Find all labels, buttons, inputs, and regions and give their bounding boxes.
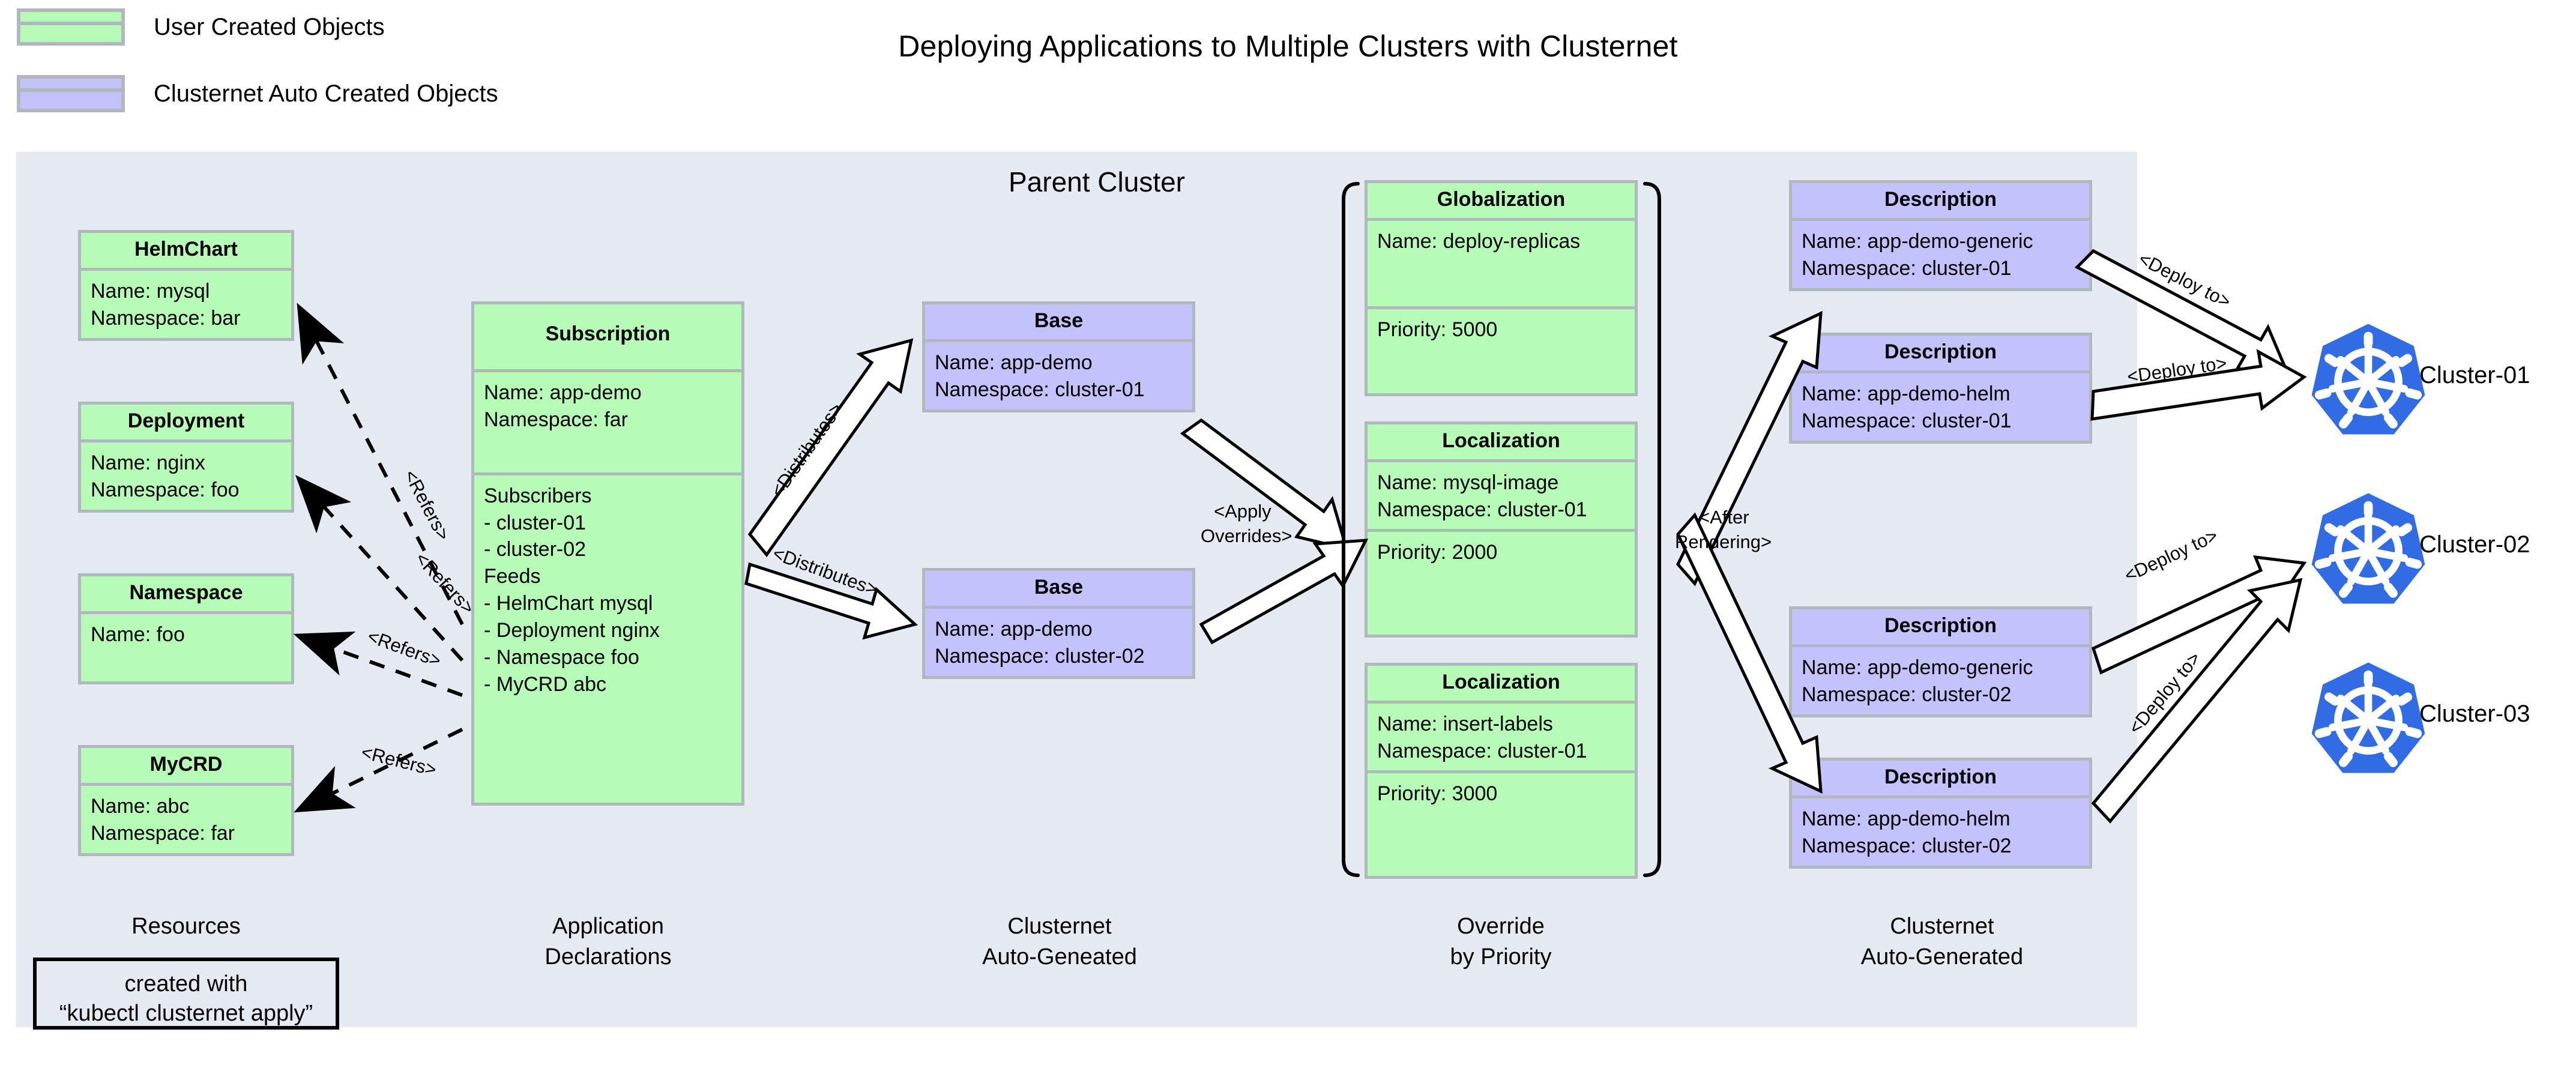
kubernetes-icon-cluster-03[interactable] bbox=[2312, 663, 2425, 773]
node-base-02-body: Name: app-demo Namespace: cluster-02 bbox=[925, 605, 1192, 676]
node-subscription-spec: Subscribers - cluster-01 - cluster-02 Fe… bbox=[474, 472, 741, 803]
parent-cluster-title: Parent Cluster bbox=[1008, 166, 1185, 198]
edge-label-deploy-to-2: <Deploy to> bbox=[2126, 352, 2228, 387]
node-subscription-kind: Subscription bbox=[474, 304, 741, 369]
caption-clusternet-auto-generated-left: Clusternet Auto-Geneated bbox=[982, 914, 1137, 970]
node-namespace-body: Name: foo bbox=[81, 611, 291, 681]
node-globalization-meta: Name: deploy-replicas bbox=[1368, 217, 1635, 306]
node-description-2-kind: Description bbox=[1792, 336, 2089, 370]
legend-label-user-created: User Created Objects bbox=[154, 13, 385, 40]
node-mycrd-kind: MyCRD bbox=[81, 748, 291, 783]
node-localization-1-priority: Priority: 2000 bbox=[1368, 529, 1635, 635]
green-box-icon bbox=[17, 8, 125, 46]
node-localization-2-priority: Priority: 3000 bbox=[1368, 770, 1635, 876]
purple-box-icon bbox=[17, 75, 125, 112]
node-base-02-kind: Base bbox=[925, 571, 1192, 606]
node-localization-mysql-image[interactable]: Localization Name: mysql-image Namespace… bbox=[1365, 421, 1638, 638]
kubernetes-icon-cluster-01[interactable] bbox=[2312, 324, 2425, 435]
node-description-3-kind: Description bbox=[1792, 609, 2089, 644]
page-title: Deploying Applications to Multiple Clust… bbox=[898, 29, 1678, 63]
node-helmchart[interactable]: HelmChart Name: mysql Namespace: bar bbox=[78, 230, 294, 341]
node-helmchart-body: Name: mysql Namespace: bar bbox=[81, 267, 291, 338]
node-subscription[interactable]: Subscription Name: app-demo Namespace: f… bbox=[471, 301, 744, 806]
node-localization-insert-labels[interactable]: Localization Name: insert-labels Namespa… bbox=[1365, 663, 1638, 879]
node-deployment-body: Name: nginx Namespace: foo bbox=[81, 439, 291, 510]
node-namespace[interactable]: Namespace Name: foo bbox=[78, 573, 294, 684]
node-deployment[interactable]: Deployment Name: nginx Namespace: foo bbox=[78, 402, 294, 513]
node-description-1-body: Name: app-demo-generic Namespace: cluste… bbox=[1792, 217, 2089, 288]
legend-label-auto-created: Clusternet Auto Created Objects bbox=[154, 80, 498, 107]
node-deployment-kind: Deployment bbox=[81, 405, 291, 439]
cluster-label-03: Cluster-03 bbox=[2419, 701, 2530, 727]
node-description-2-body: Name: app-demo-helm Namespace: cluster-0… bbox=[1792, 370, 2089, 441]
edge-label-deploy-to-1: <Deploy to> bbox=[2135, 248, 2234, 312]
caption-override-by-priority: Override by Priority bbox=[1450, 914, 1552, 970]
node-localization-2-kind: Localization bbox=[1368, 666, 1635, 701]
node-localization-2-meta: Name: insert-labels Namespace: cluster-0… bbox=[1368, 700, 1635, 771]
node-description-generic-01[interactable]: Description Name: app-demo-generic Names… bbox=[1789, 180, 2092, 291]
kubernetes-icon-cluster-02[interactable] bbox=[2312, 493, 2425, 604]
created-with-callout: created with “kubectl clusternet apply” bbox=[33, 958, 339, 1030]
node-description-generic-02[interactable]: Description Name: app-demo-generic Names… bbox=[1789, 606, 2092, 717]
node-globalization-priority: Priority: 5000 bbox=[1368, 306, 1635, 393]
node-description-4-body: Name: app-demo-helm Namespace: cluster-0… bbox=[1792, 795, 2089, 866]
caption-clusternet-auto-generated-right: Clusternet Auto-Generated bbox=[1860, 914, 2024, 970]
node-description-helm-02[interactable]: Description Name: app-demo-helm Namespac… bbox=[1789, 758, 2092, 869]
node-globalization[interactable]: Globalization Name: deploy-replicas Prio… bbox=[1365, 180, 1638, 396]
node-base-01-body: Name: app-demo Namespace: cluster-01 bbox=[925, 339, 1192, 409]
node-subscription-meta: Name: app-demo Namespace: far bbox=[474, 369, 741, 472]
node-base-01-kind: Base bbox=[925, 304, 1192, 339]
node-description-helm-01[interactable]: Description Name: app-demo-helm Namespac… bbox=[1789, 333, 2092, 444]
node-globalization-kind: Globalization bbox=[1368, 183, 1635, 218]
cluster-label-01: Cluster-01 bbox=[2419, 362, 2530, 388]
node-base-cluster-02[interactable]: Base Name: app-demo Namespace: cluster-0… bbox=[922, 568, 1195, 679]
legend-item-user-created: User Created Objects bbox=[17, 8, 385, 46]
node-mycrd-body: Name: abc Namespace: far bbox=[81, 782, 291, 853]
node-localization-1-kind: Localization bbox=[1368, 424, 1635, 459]
node-description-4-kind: Description bbox=[1792, 761, 2089, 795]
node-namespace-kind: Namespace bbox=[81, 576, 291, 611]
node-helmchart-kind: HelmChart bbox=[81, 233, 291, 268]
node-description-3-body: Name: app-demo-generic Namespace: cluste… bbox=[1792, 644, 2089, 714]
node-localization-1-meta: Name: mysql-image Namespace: cluster-01 bbox=[1368, 459, 1635, 529]
caption-application-declarations: Application Declarations bbox=[544, 914, 672, 970]
legend-item-auto-created: Clusternet Auto Created Objects bbox=[17, 75, 498, 112]
node-base-cluster-01[interactable]: Base Name: app-demo Namespace: cluster-0… bbox=[922, 301, 1195, 412]
cluster-label-02: Cluster-02 bbox=[2419, 531, 2530, 558]
caption-resources: Resources bbox=[131, 914, 241, 939]
node-description-1-kind: Description bbox=[1792, 183, 2089, 218]
node-mycrd[interactable]: MyCRD Name: abc Namespace: far bbox=[78, 745, 294, 856]
